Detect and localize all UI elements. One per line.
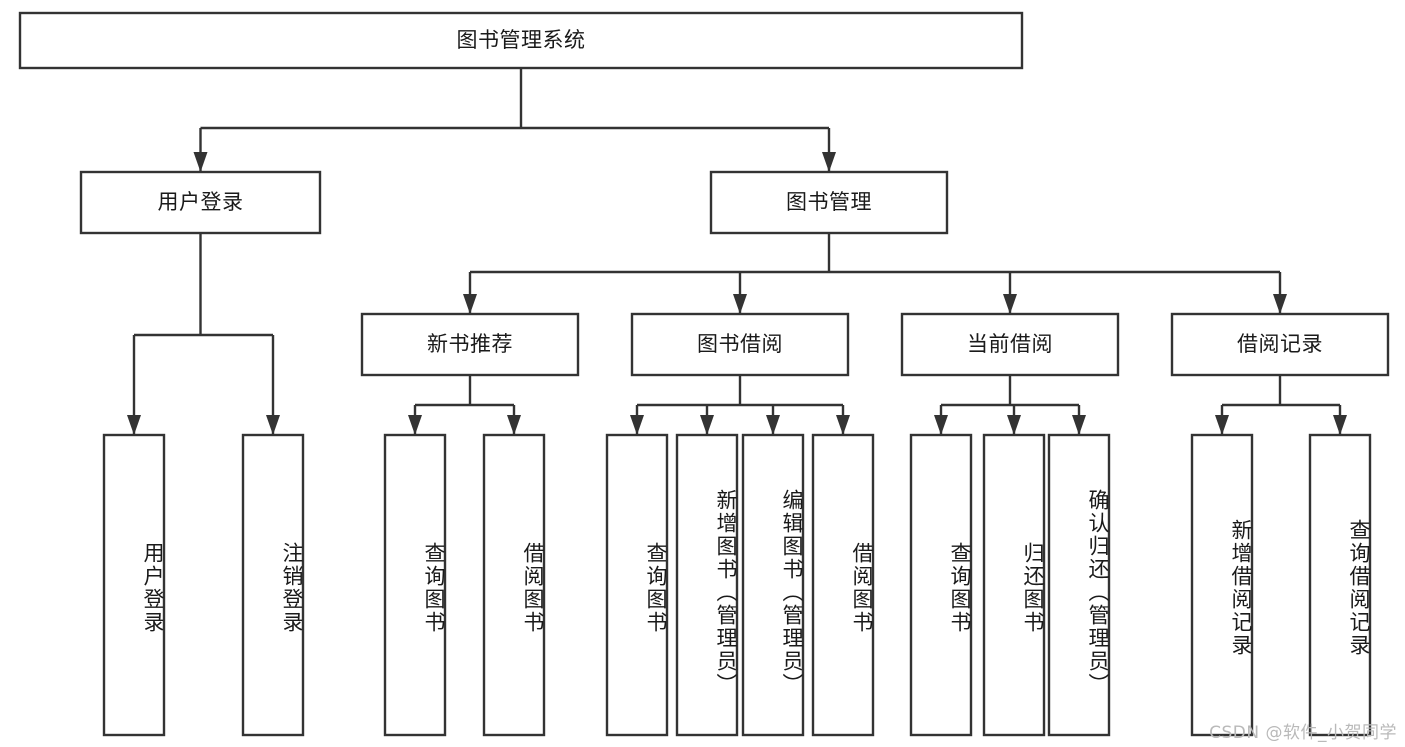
arrow-head-icon [1333, 415, 1347, 435]
arrow-head-icon [766, 415, 780, 435]
node-box-root[interactable] [18, 11, 1024, 70]
node-box-leaf-add-record[interactable] [1190, 433, 1254, 737]
arrow-head-icon [1007, 415, 1021, 435]
arrow-head-icon [507, 415, 521, 435]
node-box-borrow-record[interactable] [1170, 312, 1390, 377]
box-layer [18, 11, 1390, 737]
arrow-head-icon [1273, 294, 1287, 314]
node-box-leaf-user-login[interactable] [102, 433, 166, 737]
arrow-head-icon [1215, 415, 1229, 435]
node-box-new-book-rec[interactable] [360, 312, 580, 377]
node-box-leaf-borrow-book-2[interactable] [811, 433, 875, 737]
node-box-user-login[interactable] [79, 170, 322, 235]
arrow-head-icon [1072, 415, 1086, 435]
node-box-current-borrow[interactable] [900, 312, 1120, 377]
node-box-leaf-borrow-book-1[interactable] [482, 433, 546, 737]
node-box-leaf-edit-book[interactable] [741, 433, 805, 737]
arrow-head-icon [193, 152, 208, 172]
arrow-head-icon [127, 415, 141, 435]
node-box-book-borrow[interactable] [630, 312, 850, 377]
arrow-head-icon [630, 415, 644, 435]
arrow-head-icon [266, 415, 280, 435]
watermark: CSDN @软件_小贺同学 [1209, 723, 1397, 743]
connector-layer [127, 68, 1347, 435]
node-box-leaf-user-logout[interactable] [241, 433, 305, 737]
arrow-head-icon [822, 152, 836, 172]
arrow-head-icon [463, 294, 477, 314]
node-box-leaf-query-record[interactable] [1308, 433, 1372, 737]
node-box-leaf-query-book-1[interactable] [383, 433, 447, 737]
node-box-leaf-query-book-3[interactable] [909, 433, 973, 737]
arrow-head-icon [733, 294, 747, 314]
arrow-head-icon [836, 415, 850, 435]
arrow-head-icon [408, 415, 422, 435]
node-box-leaf-confirm-return[interactable] [1047, 433, 1111, 737]
node-box-book-manage[interactable] [709, 170, 949, 235]
node-box-leaf-return-book[interactable] [982, 433, 1046, 737]
node-box-leaf-add-book[interactable] [675, 433, 739, 737]
arrow-head-icon [700, 415, 714, 435]
node-box-leaf-query-book-2[interactable] [605, 433, 669, 737]
arrow-head-icon [934, 415, 948, 435]
arrow-head-icon [1003, 294, 1017, 314]
